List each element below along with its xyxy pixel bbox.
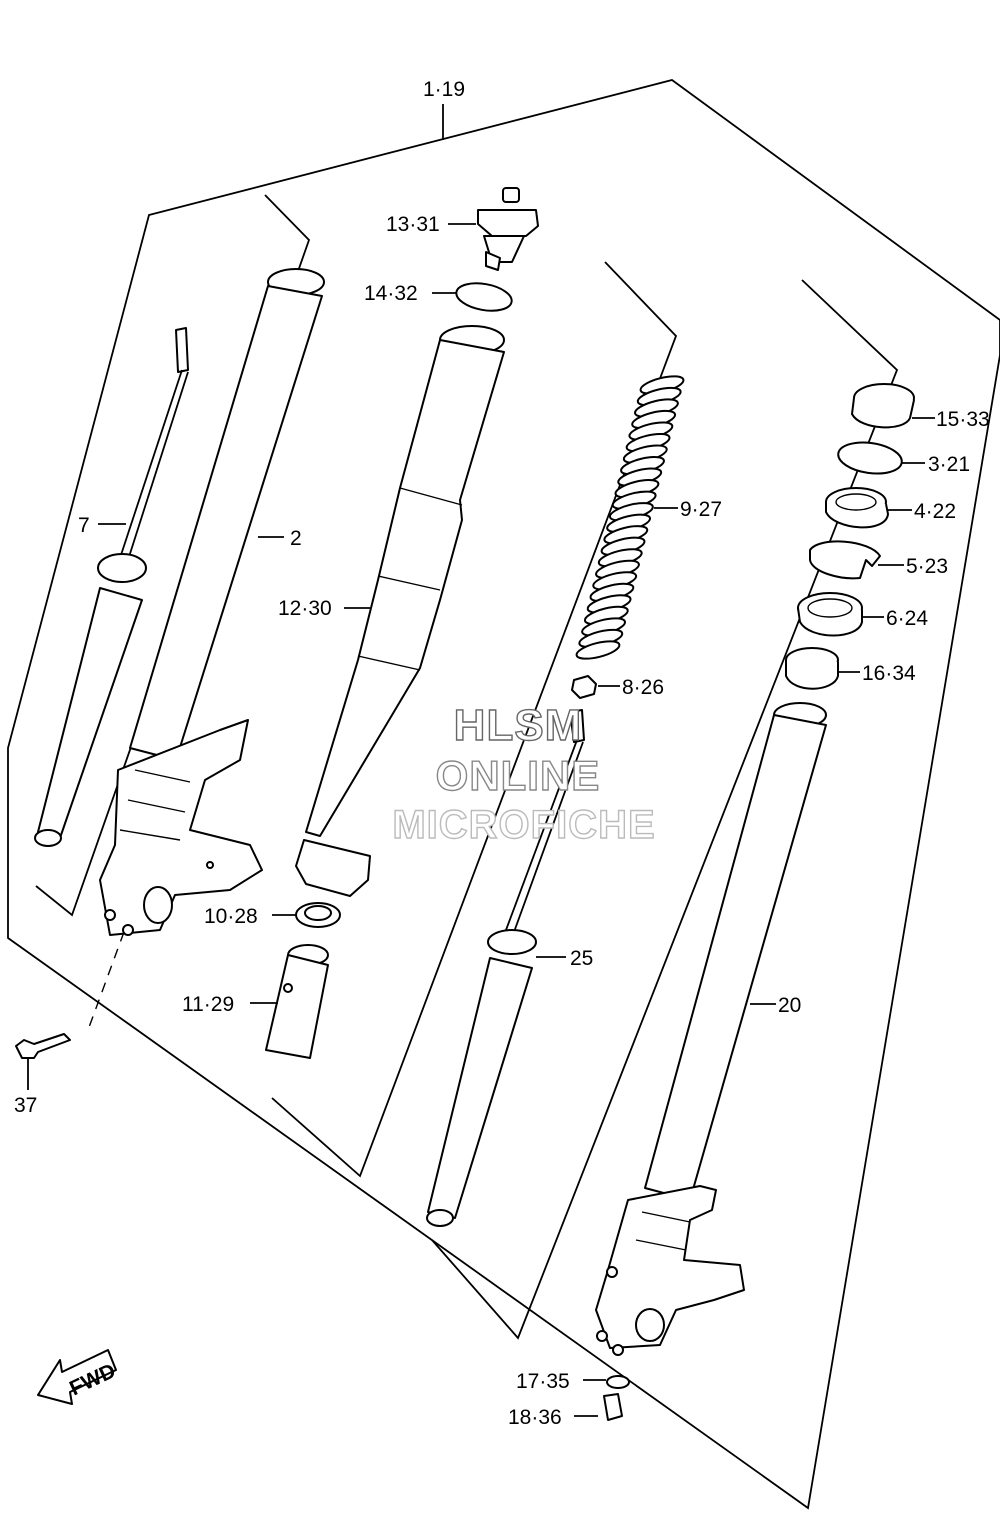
callout-10-28: 10·28 (204, 905, 258, 928)
spring-coil (575, 640, 621, 660)
callout-18-36: 18·36 (508, 1406, 562, 1429)
callout-9-27: 9·27 (680, 498, 722, 521)
callout-3-21: 3·21 (928, 453, 970, 476)
panel-outline-right (431, 279, 899, 1340)
damper-rod-25 (426, 709, 585, 1227)
fwd-direction-arrow: FWD (37, 1349, 119, 1405)
bolt-37 (15, 1033, 71, 1059)
callout-5-23: 5·23 (906, 555, 948, 578)
watermark-online: ONLINE (436, 752, 601, 799)
bolt-dashed-guide (87, 931, 125, 1031)
callout-14-32: 14·32 (364, 282, 418, 305)
panel-outline-center (271, 261, 678, 1178)
callout-16-34: 16·34 (862, 662, 916, 685)
callout-1-19: 1·19 (423, 78, 465, 101)
callout-20: 20 (778, 994, 801, 1017)
callout-8-26: 8·26 (622, 676, 664, 699)
callout-11-29: 11·29 (182, 993, 234, 1016)
leader-lines (27, 104, 935, 1417)
outer-tube-bracket (99, 719, 263, 936)
damper-rod-assembly (34, 327, 189, 847)
callout-2: 2 (290, 527, 302, 550)
callout-17-35: 17·35 (516, 1370, 570, 1393)
washer-17 (606, 1375, 630, 1389)
watermark-hlsm: HLSM (454, 701, 583, 750)
inner-tube (129, 268, 325, 761)
callout-7: 7 (78, 514, 90, 537)
slide-bushing-16 (785, 647, 839, 690)
outer-tube-20 (595, 702, 827, 1356)
outer-cylinder-12 (295, 325, 505, 897)
dust-seal-6 (797, 592, 863, 637)
callout-13-31: 13·31 (386, 213, 440, 236)
callout-12-30: 12·30 (278, 597, 332, 620)
callout-6-24: 6·24 (886, 607, 928, 630)
callout-37: 37 (14, 1094, 37, 1117)
bushing-15 (851, 383, 915, 429)
seal-4 (825, 487, 889, 529)
assembly-outline (7, 79, 1000, 1510)
bolt-18 (603, 1393, 623, 1421)
bushing-10 (295, 902, 341, 928)
fork-spring-9 (575, 375, 685, 660)
callout-15-33: 15·33 (936, 408, 990, 431)
clip-5 (809, 540, 881, 580)
watermark-microfiche: MICROFICHE (392, 803, 655, 847)
callout-25: 25 (570, 947, 593, 970)
spacer-tube-11 (265, 944, 329, 1059)
adjuster-cap-bolt (477, 187, 539, 271)
nut-8 (571, 675, 597, 699)
o-ring-14 (455, 282, 513, 312)
callout-4-22: 4·22 (914, 500, 956, 523)
ring-3 (837, 441, 903, 475)
